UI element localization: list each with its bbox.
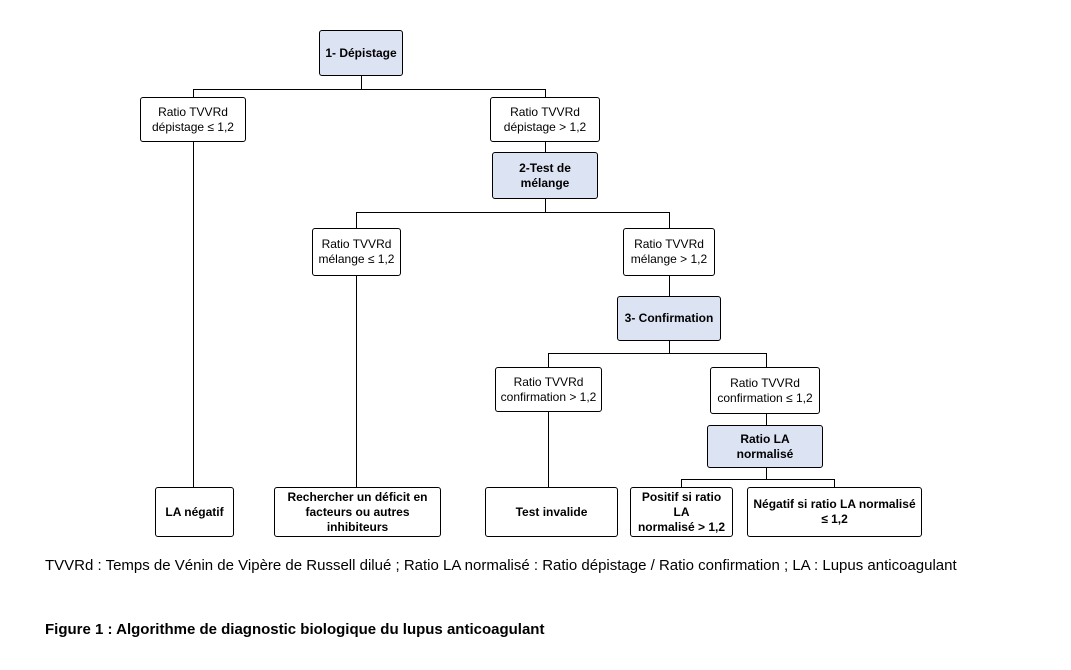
node-line: ≤ 1,2 <box>821 512 848 526</box>
connector <box>669 212 670 228</box>
node-line: dépistage ≤ 1,2 <box>152 119 234 134</box>
connector <box>834 479 835 487</box>
connector <box>548 353 549 367</box>
connector <box>766 414 767 425</box>
connector <box>356 212 669 213</box>
node-line: Ratio TVVRd <box>158 104 228 119</box>
node-line: Ratio TVVRd <box>510 104 580 119</box>
connector <box>545 142 546 152</box>
ratio-confirmation-high-box: Ratio TVVRd confirmation > 1,2 <box>495 367 602 412</box>
ratio-melange-high-box: Ratio TVVRd mélange > 1,2 <box>623 228 715 276</box>
step-3-confirmation-box: 3- Confirmation <box>617 296 721 341</box>
node-line: Ratio TVVRd <box>730 375 800 390</box>
connector <box>356 212 357 228</box>
test-invalide-box: Test invalide <box>485 487 618 537</box>
connector <box>193 142 194 488</box>
node-line: confirmation > 1,2 <box>500 389 597 404</box>
ratio-confirmation-low-box: Ratio TVVRd confirmation ≤ 1,2 <box>710 367 820 414</box>
node-line: mélange ≤ 1,2 <box>318 252 395 266</box>
connector <box>193 89 545 90</box>
step-1-label: 1- Dépistage <box>325 45 397 60</box>
node-line: confirmation ≤ 1,2 <box>717 390 813 405</box>
connector <box>669 341 670 354</box>
ratio-la-normalise-label: Ratio LA normalisé <box>736 431 794 461</box>
node-line: Ratio TVVRd <box>634 237 704 251</box>
node-line: Positif si ratio LA <box>641 489 722 519</box>
connector <box>669 276 670 296</box>
step-3-label: 3- Confirmation <box>624 311 714 325</box>
node-line: Ratio TVVRd <box>321 237 392 251</box>
figure-title: Figure 1 : Algorithme de diagnostic biol… <box>45 621 545 638</box>
connector <box>766 353 767 367</box>
node-line: dépistage > 1,2 <box>503 119 587 134</box>
la-negatif-label: LA négatif <box>165 504 224 519</box>
legend-caption: TVVRd : Temps de Vénin de Vipère de Russ… <box>45 557 957 574</box>
node-line: Ratio TVVRd <box>513 374 584 389</box>
test-invalide-label: Test invalide <box>515 504 588 519</box>
rechercher-deficit-box: Rechercher un déficit en facteurs ou aut… <box>274 487 441 537</box>
node-line: facteurs ou autres inhibiteurs <box>305 504 410 534</box>
connector <box>766 468 767 480</box>
negatif-box: Négatif si ratio LA normalisé ≤ 1,2 <box>747 487 922 537</box>
positif-box: Positif si ratio LA normalisé > 1,2 <box>630 487 733 537</box>
ratio-la-normalise-box: Ratio LA normalisé <box>707 425 823 468</box>
step-2-test-melange-box: 2-Test de mélange <box>492 152 598 199</box>
connector <box>361 76 362 90</box>
ratio-depistage-high-box: Ratio TVVRd dépistage > 1,2 <box>490 97 600 142</box>
step-2-label: 2-Test de mélange <box>519 160 571 190</box>
node-line: Rechercher un déficit en <box>287 489 428 504</box>
connector <box>548 412 549 487</box>
la-negatif-box: LA négatif <box>155 487 234 537</box>
connector <box>356 276 357 487</box>
node-line: normalisé > 1,2 <box>637 519 726 534</box>
connector <box>681 479 834 480</box>
ratio-depistage-low-box: Ratio TVVRd dépistage ≤ 1,2 <box>140 97 246 142</box>
connector <box>193 89 194 97</box>
ratio-melange-low-box: Ratio TVVRd mélange ≤ 1,2 <box>312 228 401 276</box>
node-line: mélange > 1,2 <box>630 252 708 266</box>
node-line: Négatif si ratio LA normalisé <box>753 497 916 511</box>
connector <box>681 479 682 487</box>
connector <box>545 199 546 213</box>
step-1-depistage-box: 1- Dépistage <box>319 30 403 76</box>
connector <box>548 353 766 354</box>
connector <box>545 89 546 97</box>
